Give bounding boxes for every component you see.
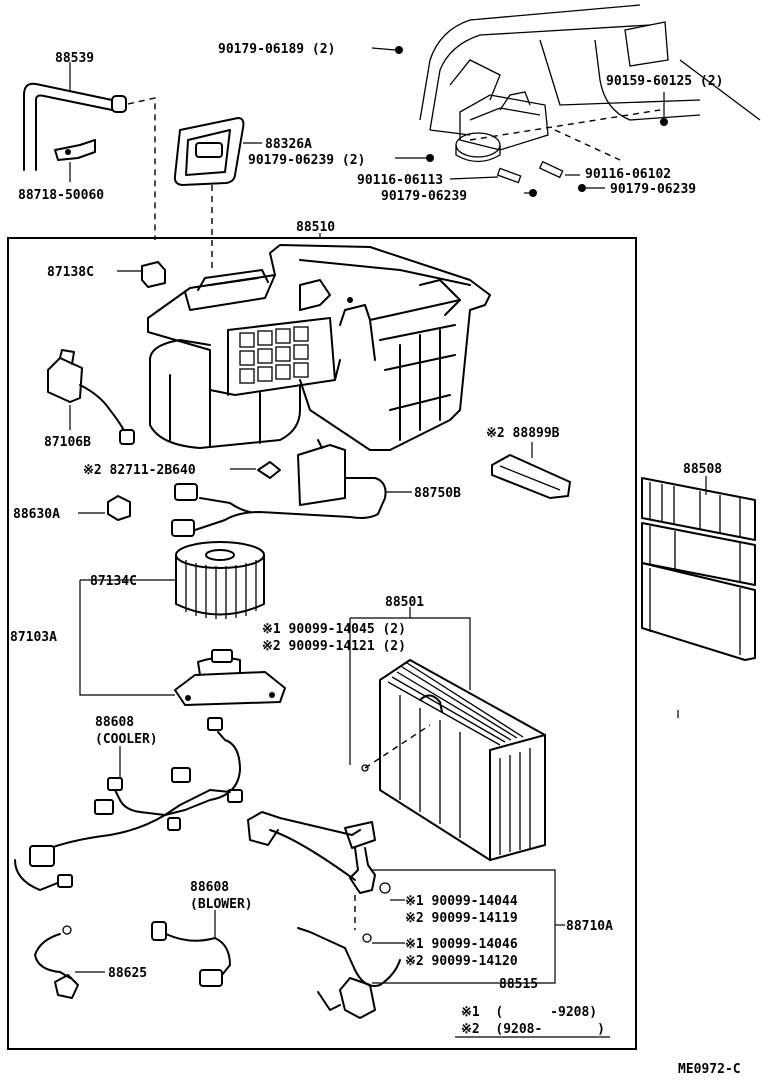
- label-90099-14121: ※2 90099-14121 (2): [262, 639, 406, 654]
- assembly-frame: [7, 237, 637, 1050]
- legend-line-1: ※1 ( -9208): [461, 1005, 597, 1020]
- label-88608-blower-note: (BLOWER): [190, 897, 253, 912]
- expansion-valve-88710a: [247, 811, 565, 984]
- blower-fan-87134c: [155, 541, 265, 619]
- label-90116-06102: 90116-06102: [585, 167, 671, 182]
- nut-90179-06239-2: [426, 154, 434, 162]
- label-87134c: 87134C: [90, 574, 137, 589]
- label-90179-06239-a: 90179-06239: [381, 189, 467, 204]
- blower-unit-88510: [147, 244, 491, 451]
- label-90179-06189: 90179-06189 (2): [218, 42, 335, 57]
- label-88718-50060: 88718-50060: [18, 188, 104, 203]
- cabin-filter-88508: [641, 476, 756, 718]
- label-87106b: 87106B: [44, 435, 91, 450]
- evaporator-88501: [349, 607, 546, 861]
- grommet-88326a: [173, 117, 262, 270]
- label-88539: 88539: [55, 51, 94, 66]
- label-90179-06239-b: 90179-06239: [610, 182, 696, 197]
- label-87138c: 87138C: [47, 265, 94, 280]
- label-82711-2b640: ※2 82711-2B640: [83, 463, 196, 478]
- amplifier-88630a: [78, 495, 131, 521]
- harness-88608-cooler: [14, 717, 243, 891]
- bolt-90159-60125: [660, 118, 668, 126]
- label-88899b: ※2 88899B: [486, 426, 560, 441]
- vehicle-body-illustration: [419, 4, 761, 163]
- legend-line-2: ※2 (9208- ): [461, 1022, 605, 1037]
- clip-88718: [54, 139, 96, 182]
- label-90099-14119: ※2 90099-14119: [405, 911, 518, 926]
- thermistor-88515: [297, 895, 401, 1019]
- label-88501: 88501: [385, 595, 424, 610]
- label-90099-14044: ※1 90099-14044: [405, 894, 518, 909]
- label-88625: 88625: [108, 966, 147, 981]
- label-90179-06239-2: 90179-06239 (2): [248, 153, 365, 168]
- label-88608-blower: 88608: [190, 880, 229, 895]
- sensor-87138c: [117, 261, 166, 288]
- clip-82711-2b640: [230, 461, 281, 479]
- blower-motor-87103a: [79, 579, 286, 706]
- nut-90179-06239-b: [578, 184, 586, 192]
- figure-id: ME0972-C: [678, 1062, 741, 1077]
- label-88326a: 88326A: [265, 137, 312, 152]
- label-90159-60125: 90159-60125 (2): [606, 74, 723, 89]
- stud-90116-06102: [538, 160, 580, 179]
- resistor-88625: [34, 925, 105, 999]
- label-90099-14046: ※1 90099-14046: [405, 937, 518, 952]
- plate-88899b: [491, 442, 571, 499]
- label-88630a: 88630A: [13, 507, 60, 522]
- label-88510: 88510: [296, 220, 335, 235]
- nut-90179-06189: [395, 46, 403, 54]
- label-87103a: 87103A: [10, 630, 57, 645]
- label-88515: 88515: [499, 977, 538, 992]
- stud-90116-06113: [449, 167, 522, 184]
- label-88710a: 88710A: [566, 919, 613, 934]
- label-88608-cooler: 88608: [95, 715, 134, 730]
- drain-hose-88539: [23, 62, 156, 240]
- label-90099-14120: ※2 90099-14120: [405, 954, 518, 969]
- harness-88608-blower: [151, 910, 231, 987]
- nut-90179-06239-a: [529, 189, 537, 197]
- label-88750b: 88750B: [414, 486, 461, 501]
- harness-88750b: [171, 439, 412, 537]
- label-90099-14045: ※1 90099-14045 (2): [262, 622, 406, 637]
- servo-motor-87106b: [47, 349, 135, 445]
- label-88608-cooler-note: (COOLER): [95, 732, 158, 747]
- label-90116-06113: 90116-06113: [357, 173, 443, 188]
- label-88508: 88508: [683, 462, 722, 477]
